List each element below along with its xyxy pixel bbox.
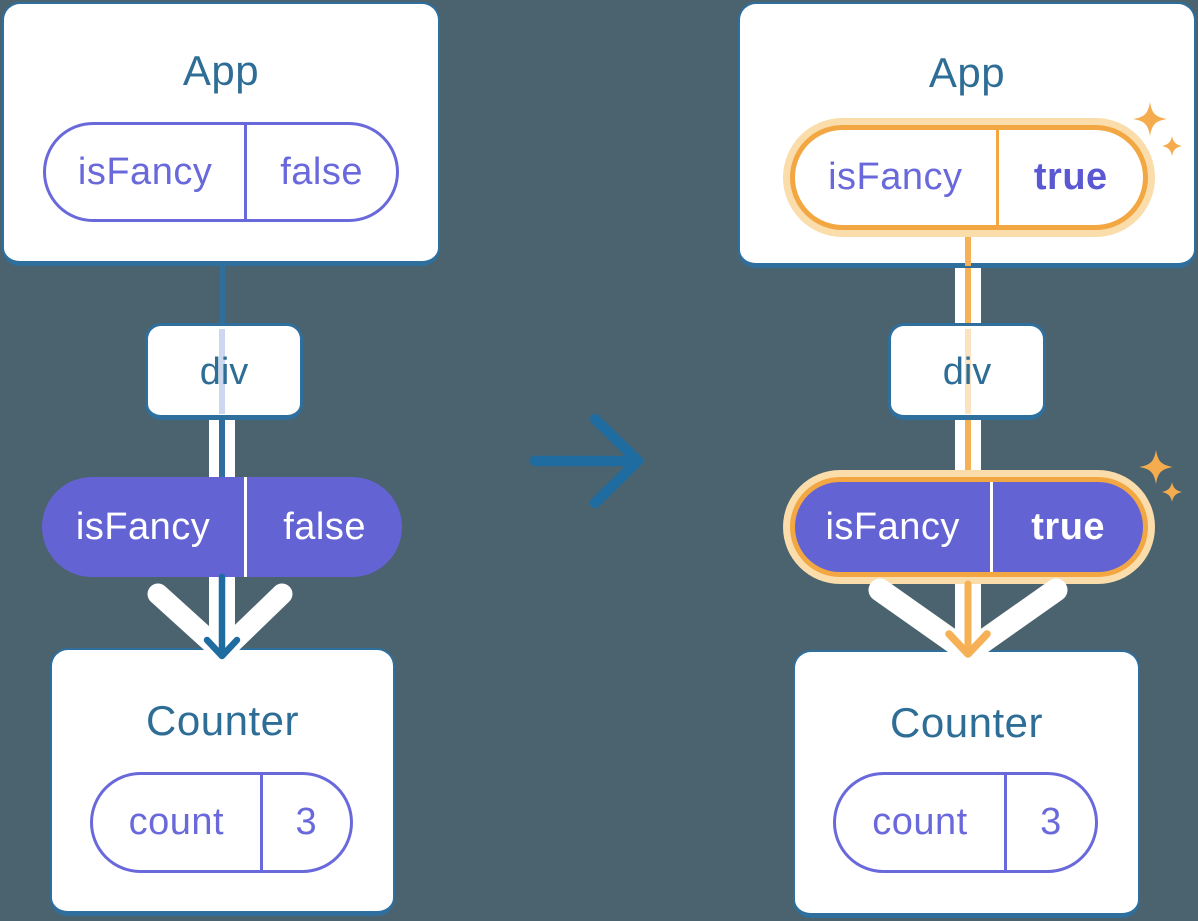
div-label-before: div (199, 351, 249, 393)
counter-state-pill-after: count 3 (833, 772, 1098, 873)
div-to-pill-flow-before (209, 420, 235, 477)
card-to-div-flow-after (955, 268, 981, 323)
props-pill-before: isFancy false (42, 477, 402, 577)
chevron-down-arrow-icon (147, 573, 293, 667)
app-title-before: App (182, 47, 260, 94)
flow-white-line (955, 420, 965, 470)
state-value-label: true (1033, 156, 1108, 198)
prop-trace-through-div-after (965, 329, 971, 414)
state-value-label: false (280, 150, 364, 193)
div-label-after: div (942, 351, 992, 393)
pill-to-card-edge-line-after (965, 232, 971, 266)
flow-center-line (965, 268, 971, 323)
prop-value-label: true (1031, 505, 1106, 548)
app-state-pill-before: isFancy false (43, 122, 399, 222)
state-name-label: count (836, 775, 1007, 870)
state-name-label: count (93, 775, 263, 870)
state-name-label: isFancy (46, 125, 248, 219)
prop-value-label: false (283, 505, 366, 548)
chevron-down-arrow-icon (868, 578, 1068, 667)
sparkle-icon (1139, 450, 1182, 502)
counter-title-before: Counter (146, 697, 299, 744)
right-arrow-icon (529, 413, 644, 509)
counter-title-after: Counter (890, 699, 1043, 746)
props-pill-after: isFancy true (790, 477, 1148, 577)
app-to-div-connector-before (220, 266, 225, 323)
flow-white-line (971, 268, 981, 323)
prop-name-label: isFancy (42, 477, 248, 577)
flow-center-line (965, 420, 971, 470)
app-state-pill-after: isFancy true (790, 125, 1148, 230)
flow-white-line (225, 420, 235, 477)
counter-state-pill-before: count 3 (90, 772, 353, 873)
flow-white-line (209, 420, 219, 477)
state-value-label: 3 (1040, 801, 1062, 843)
prop-trace-through-div-before (219, 329, 225, 414)
state-name-label: isFancy (795, 130, 999, 225)
div-to-pill-flow-after (955, 420, 981, 470)
flow-white-line (971, 420, 981, 470)
app-title-after: App (928, 49, 1006, 96)
prop-name-label: isFancy (795, 482, 994, 572)
flow-center-line (219, 420, 225, 477)
state-value-label: 3 (295, 801, 318, 843)
flow-white-line (955, 268, 965, 323)
